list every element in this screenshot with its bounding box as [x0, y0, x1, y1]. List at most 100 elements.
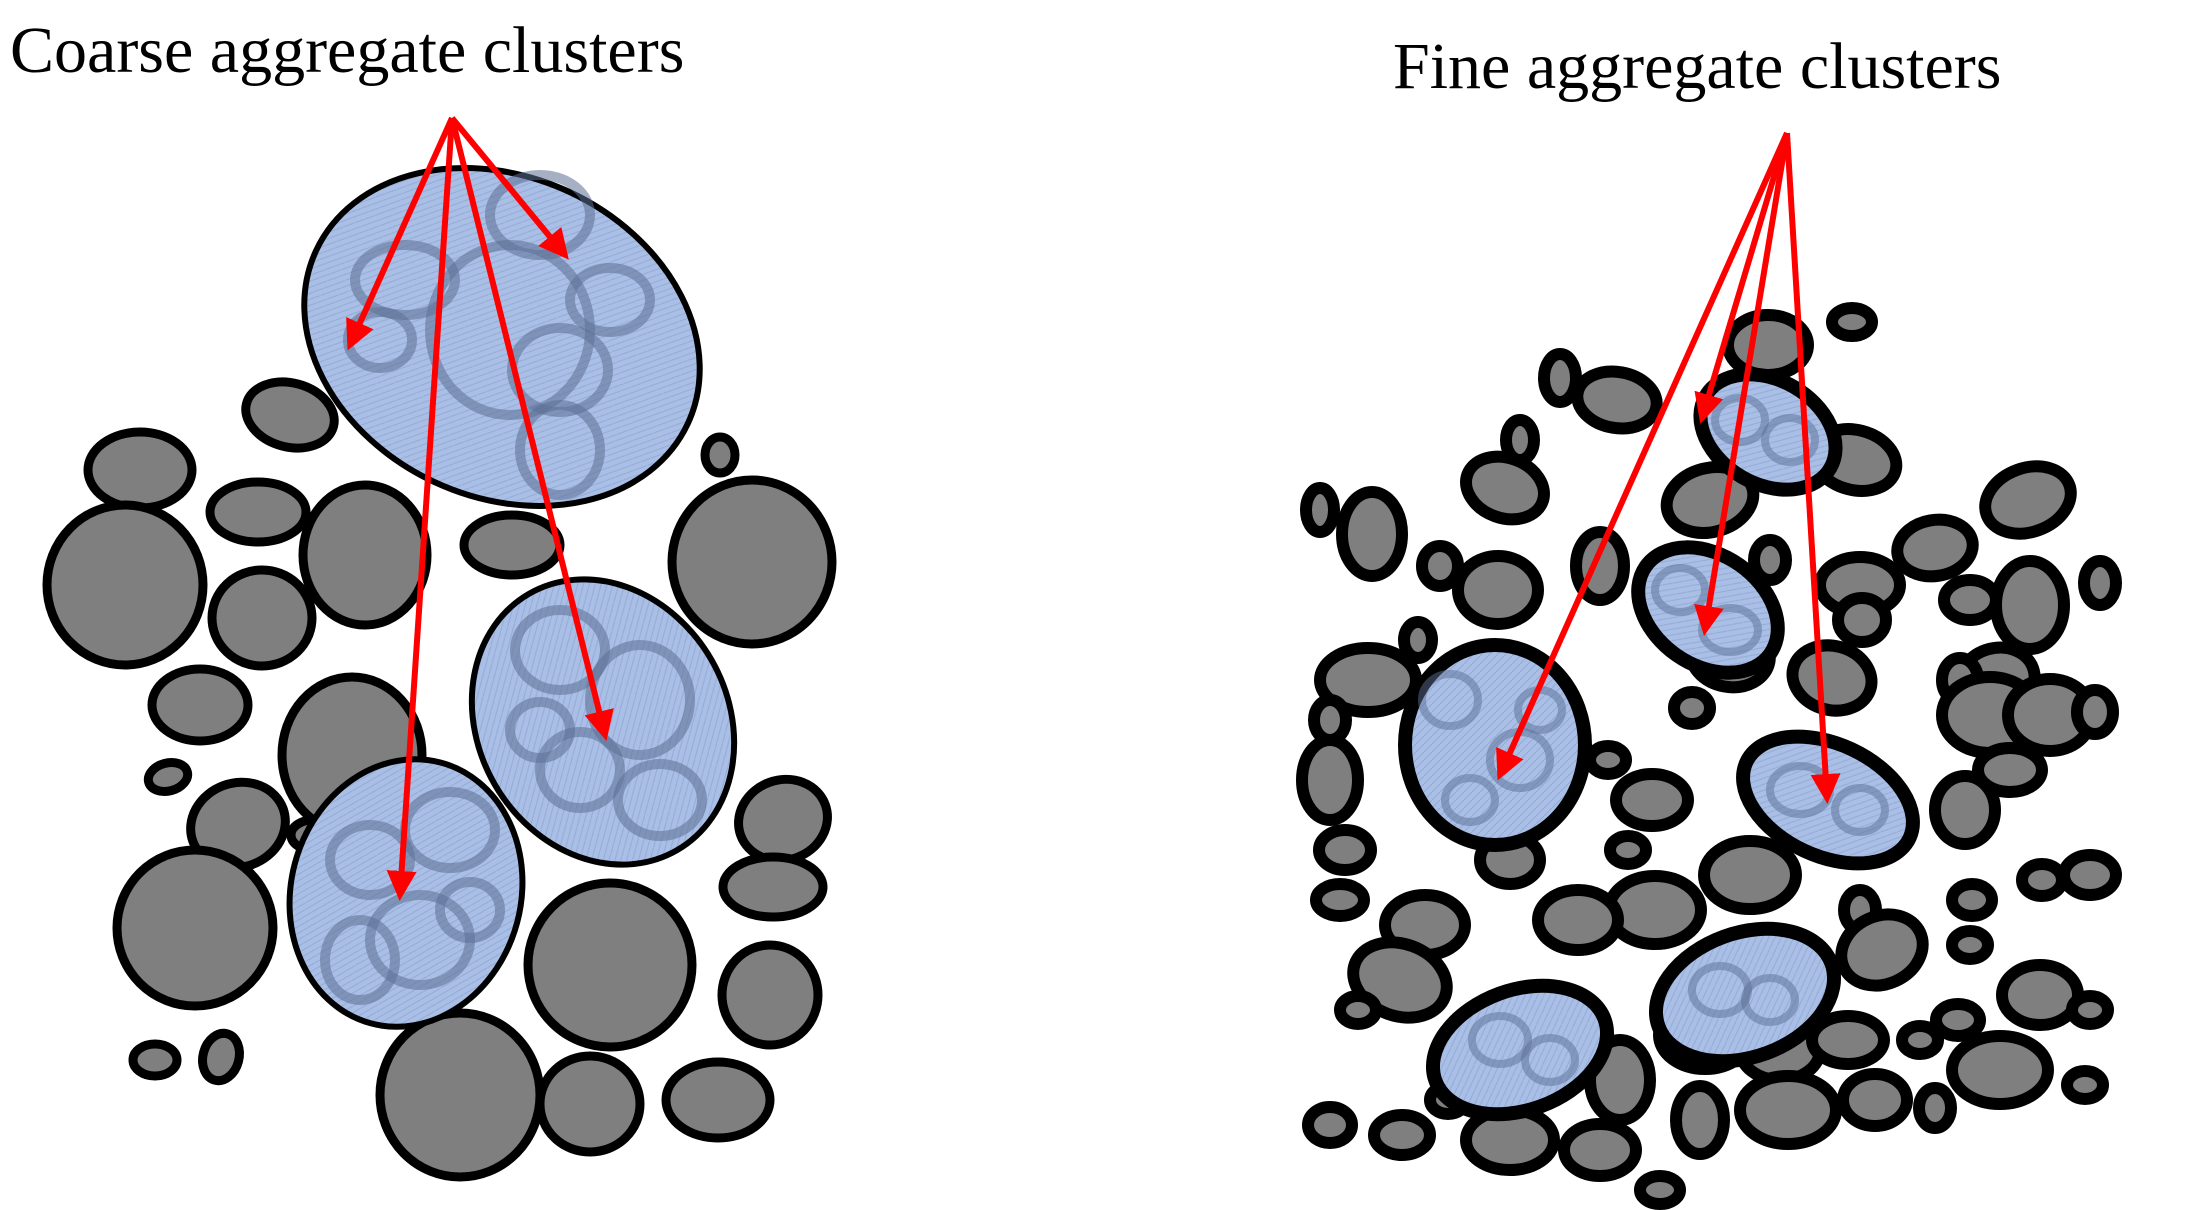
fine-grain — [1538, 348, 1582, 408]
fine-grain — [1946, 1030, 2054, 1110]
coarse-grain — [83, 427, 197, 513]
coarse-aggregate-grains — [42, 377, 837, 1182]
fine-grain — [1668, 686, 1716, 730]
fine-grain — [1313, 824, 1377, 876]
fine-grain — [1416, 540, 1464, 592]
coarse-grain — [186, 777, 290, 873]
cluster-inner-grain — [1741, 974, 1799, 1026]
coarse-grain — [205, 477, 311, 547]
arrow-to-fine-cluster-2 — [1694, 132, 1790, 636]
cluster-inner-grain — [565, 263, 655, 337]
cluster-inner-grain — [435, 877, 505, 943]
coarse-grain — [667, 475, 837, 649]
fine-grain — [1584, 740, 1632, 780]
fine-grain — [1302, 1101, 1358, 1149]
coarse-grain — [241, 377, 339, 453]
fine-grain — [1610, 768, 1694, 832]
fine-grain — [1990, 555, 2070, 655]
fine-grain — [1930, 998, 1986, 1042]
coarse-grain — [700, 432, 740, 478]
coarse-grain — [198, 1028, 244, 1086]
coarse-grain — [661, 1057, 775, 1143]
coarse-grain — [523, 878, 697, 1052]
arrow-to-fine-cluster-1 — [1694, 132, 1790, 424]
fine-grain — [1826, 302, 1878, 342]
fine-grain — [1670, 1080, 1730, 1160]
cluster-inner-grain — [1441, 774, 1499, 826]
fine-grain — [1308, 694, 1352, 746]
fine-grain — [1310, 878, 1370, 922]
coarse-grain — [459, 510, 565, 580]
fine-grain — [1835, 908, 1929, 992]
fine-grain — [1946, 878, 1998, 922]
fine-aggregate-panel — [1296, 302, 2122, 1210]
coarse-grain — [207, 565, 317, 671]
arrow-to-fine-cluster-3 — [1496, 131, 1790, 781]
coarse-cluster-1 — [301, 165, 703, 509]
cluster-inner-grain — [1468, 1012, 1532, 1068]
cluster-inner-grain — [505, 697, 575, 763]
coarse-grain — [535, 1051, 645, 1157]
cluster-inner-grain — [320, 915, 400, 1005]
fine-grain — [1452, 550, 1544, 630]
fine-grain — [2066, 990, 2114, 1030]
fine-grain — [1604, 830, 1652, 870]
cluster-inner-grain — [585, 640, 695, 760]
fine-grain — [1558, 1118, 1642, 1182]
arrow-to-coarse-cluster-2 — [449, 117, 614, 741]
coarse-grain — [147, 664, 253, 746]
cluster-inner-grain — [535, 727, 625, 813]
fine-grain — [1603, 870, 1707, 950]
cluster-inner-grain — [1521, 1034, 1579, 1086]
fine-grain — [1806, 1010, 1890, 1070]
coarse-grain — [42, 500, 208, 670]
cluster-inner-grain — [613, 759, 707, 841]
fine-grain — [1334, 990, 1382, 1030]
fine-grain — [1300, 482, 1340, 538]
right-title: Fine aggregate clusters — [1393, 30, 2001, 103]
fine-grain — [1734, 1070, 1842, 1150]
cluster-inner-grain — [1418, 670, 1482, 730]
fine-grain — [1296, 734, 1364, 826]
cluster-inner-grain — [1831, 784, 1889, 836]
arrow-to-coarse-cluster-1b — [449, 116, 569, 260]
coarse-aggregate-clusters — [286, 165, 738, 1030]
fine-grain — [1896, 1020, 1944, 1060]
fine-grain — [1972, 742, 2048, 798]
cluster-inner-grain — [515, 400, 605, 500]
coarse-grain — [717, 940, 823, 1050]
fine-grain — [1996, 959, 2084, 1031]
annotation-arrows — [346, 116, 1841, 901]
arrow-to-coarse-cluster-3 — [386, 117, 455, 901]
coarse-grain — [143, 758, 193, 796]
fine-grain — [1314, 642, 1422, 718]
fine-grain — [2071, 684, 2119, 740]
fine-grain — [1500, 414, 1540, 466]
fine-grain — [1786, 639, 1878, 717]
fine-grain — [1336, 486, 1408, 582]
fine-grain — [1929, 770, 2001, 850]
fine-grain — [1837, 1068, 1913, 1132]
fine-grain — [1634, 1170, 1686, 1210]
fine-grain — [1946, 925, 1994, 965]
fine-grain — [1979, 460, 2077, 540]
cluster-inner-grain — [325, 820, 415, 900]
cluster-inner-grain — [1761, 414, 1819, 466]
fine-grain — [1460, 450, 1550, 526]
cluster-inner-grain — [1651, 564, 1709, 616]
fine-grain — [2058, 849, 2122, 901]
fine-grain — [1832, 592, 1892, 648]
coarse-grain — [375, 1008, 545, 1182]
coarse-grain — [128, 1039, 182, 1081]
coarse-aggregate-panel — [42, 165, 837, 1182]
coarse-grain — [718, 852, 828, 922]
fine-grain — [1891, 513, 1979, 583]
fine-grain — [1748, 534, 1792, 586]
fine-grain — [1913, 1082, 1957, 1134]
fine-grain — [1398, 616, 1438, 664]
cluster-inner-grain — [350, 240, 460, 320]
fine-grain — [2078, 555, 2122, 611]
arrow-to-coarse-cluster-1 — [346, 116, 455, 351]
fine-grain — [1368, 1109, 1436, 1161]
